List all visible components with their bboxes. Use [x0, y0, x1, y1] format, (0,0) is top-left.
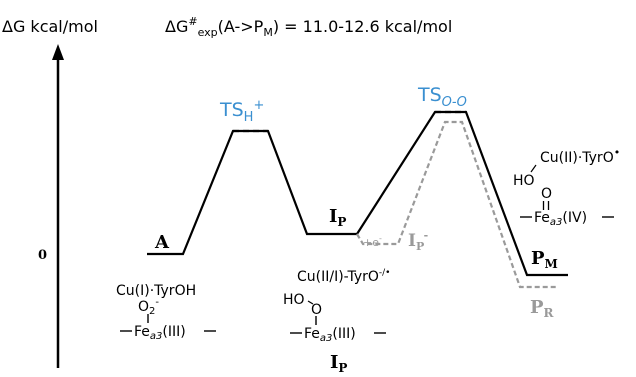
structure-pm-fe: Fea3(IV) — [534, 210, 587, 228]
structure-a: Cu(I)·TyrOH O2- Fea3(III) — [116, 283, 216, 342]
state-tsh-label: TSH+ — [219, 98, 264, 125]
structure-ip-o: O — [311, 302, 322, 318]
structure-ip-ho: HO — [283, 292, 305, 308]
pr-pathway — [356, 120, 558, 289]
y-axis-arrowhead — [52, 44, 64, 60]
structure-a-o2: O2- — [138, 297, 159, 317]
electron-label: +e- — [363, 234, 382, 249]
structure-pm-line1: Cu(II)·TyrO• — [540, 146, 620, 166]
structure-pm-o: O — [541, 186, 552, 202]
structure-ip-fe: Fea3(III) — [304, 326, 356, 344]
state-ip-label: IP — [329, 206, 346, 229]
structure-pm-cu-bond — [530, 164, 537, 173]
structure-ip: Cu(II/I)-TyrO-/• HO O Fea3(III) IP — [283, 268, 390, 375]
structure-ip-ho-bond — [307, 300, 314, 305]
zero-tick-label: 0 — [38, 248, 47, 263]
state-pr-label: PR — [530, 297, 555, 320]
structure-pm: Cu(II)·TyrO• HO O Fea3(IV) — [513, 146, 620, 228]
state-tsoo-label: TSO-O — [417, 84, 467, 110]
structure-a-line1: Cu(I)·TyrOH — [116, 283, 196, 299]
yaxis-label: ΔG kcal/mol — [2, 17, 98, 36]
structure-ip-caption: IP — [330, 352, 347, 375]
pm-pathway — [147, 110, 568, 277]
state-pm-label: PM — [531, 248, 558, 271]
structure-ip-line1: Cu(II/I)-TyrO-/• — [297, 268, 390, 285]
equation: ΔG#exp(A->PM) = 11.0-12.6 kcal/mol — [165, 15, 452, 39]
state-a-label: A — [154, 232, 170, 253]
structure-pm-ho: HO — [513, 173, 535, 189]
state-ip-minus-label: IP- — [408, 229, 428, 253]
structure-a-fe: Fea3(III) — [134, 324, 186, 342]
